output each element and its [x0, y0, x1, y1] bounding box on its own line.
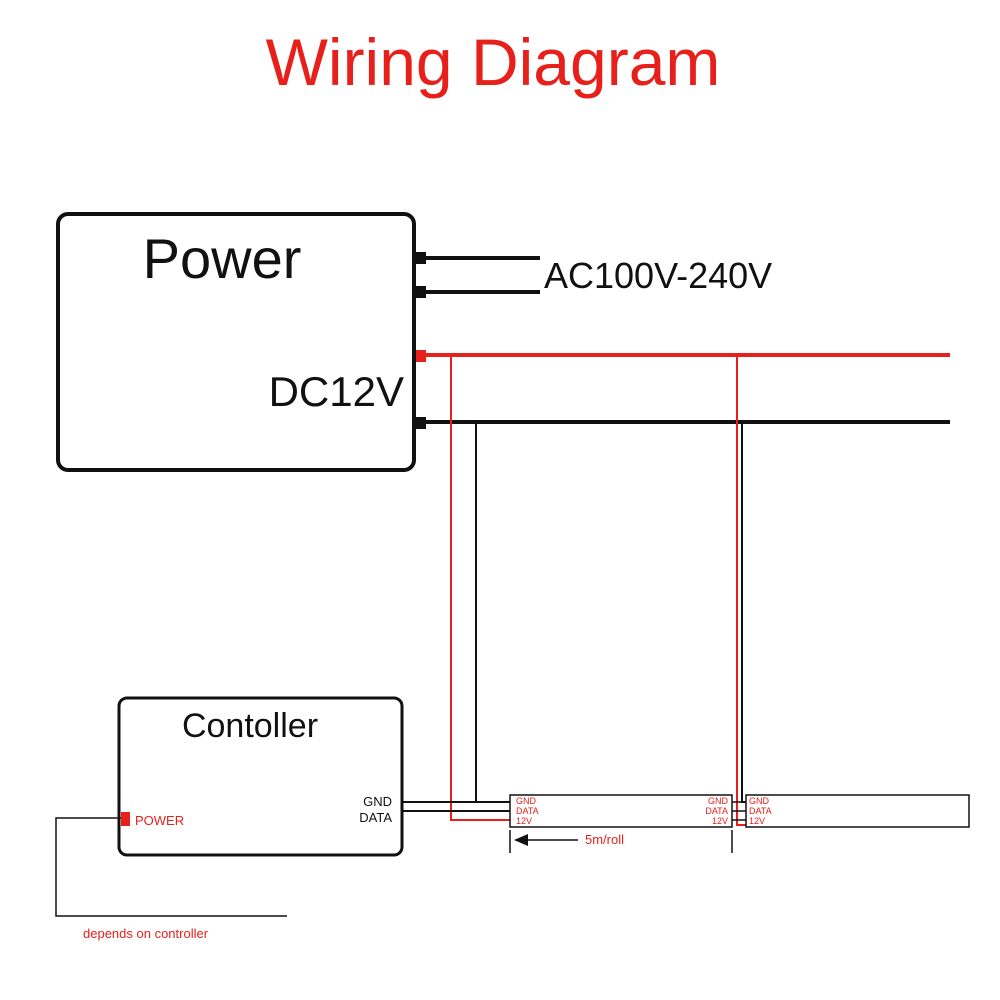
ac-terminal-1: [416, 252, 426, 264]
dimension-arrow-head: [514, 834, 528, 846]
strip1-out-data-label: DATA: [705, 806, 728, 816]
strip2-positive-feed: [736, 355, 746, 826]
controller-gnd-label: GND: [363, 794, 392, 809]
strip2-in-gnd-label: GND: [749, 796, 770, 806]
dimension-label: 5m/roll: [585, 832, 624, 847]
controller-power-terminal: [121, 812, 130, 826]
controller-data-label: DATA: [359, 810, 392, 825]
page-title: Wiring Diagram: [266, 25, 721, 99]
strip1-in-gnd-label: GND: [516, 796, 537, 806]
strip1-out-gnd-label: GND: [708, 796, 729, 806]
controller-power-input-wire: [55, 817, 287, 917]
controller: Contoller GND DATA POWER: [117, 696, 404, 857]
controller-label: Contoller: [182, 707, 318, 745]
led-strip-2: GND DATA 12V: [745, 794, 970, 828]
strip1-ground-feed: [475, 422, 510, 803]
led-strip-2-body: [745, 794, 970, 828]
dc-positive-terminal: [416, 350, 426, 362]
led-strip-1-body: [509, 794, 733, 828]
dc-negative-terminal: [416, 417, 426, 429]
strip2-in-12v-label: 12V: [749, 816, 765, 826]
dc-output-label: DC12V: [269, 368, 404, 415]
power-supply-label: Power: [143, 227, 302, 290]
strip1-in-data-label: DATA: [516, 806, 539, 816]
power-supply-box: [56, 212, 416, 472]
controller-box: [117, 696, 404, 857]
power-supply: Power DC12V: [56, 212, 426, 472]
led-strip-1: GND DATA 12V GND DATA 12V: [509, 794, 733, 828]
strip1-positive-feed: [450, 355, 510, 821]
controller-power-label: POWER: [135, 813, 184, 828]
strip1-out-12v-label: 12V: [712, 816, 728, 826]
strip2-in-data-label: DATA: [749, 806, 772, 816]
strip1-in-12v-label: 12V: [516, 816, 532, 826]
length-dimension: 5m/roll: [509, 830, 733, 853]
controller-power-note: depends on controller: [83, 926, 209, 941]
strip2-ground-feed: [741, 422, 746, 803]
ac-input-label: AC100V-240V: [544, 255, 772, 296]
ac-terminal-2: [416, 286, 426, 298]
